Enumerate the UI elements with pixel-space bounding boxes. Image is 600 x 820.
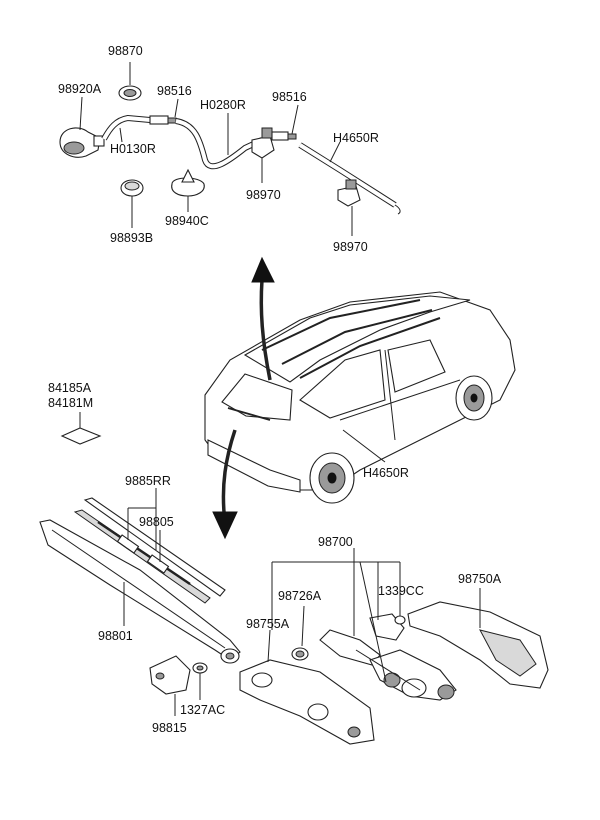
label-H0130R: H0130R	[110, 142, 156, 156]
label-84185A: 84185A	[48, 381, 92, 395]
bolt-1339CC	[394, 615, 406, 625]
label-98516-b: 98516	[272, 90, 307, 104]
downward-arrow	[212, 429, 238, 540]
rear-wheel	[309, 452, 355, 504]
vehicle-illustration	[204, 291, 516, 504]
label-98815: 98815	[152, 721, 187, 735]
label-1327AC: 1327AC	[180, 703, 225, 717]
upward-arrow	[251, 256, 275, 381]
cap-98815	[149, 655, 191, 716]
label-98755A: 98755A	[246, 617, 290, 631]
grommet-98870	[118, 62, 142, 101]
label-98801: 98801	[98, 629, 133, 643]
pivot-shaft	[220, 648, 240, 664]
label-98893B: 98893B	[110, 231, 153, 245]
connector-98516-a	[149, 98, 179, 125]
clip-98970-a	[251, 127, 275, 183]
label-1339CC: 1339CC	[378, 584, 424, 598]
grommet-98726A	[291, 605, 309, 661]
label-98700: 98700	[318, 535, 353, 549]
label-H4650R-top: H4650R	[333, 131, 379, 145]
label-H0280R: H0280R	[200, 98, 246, 112]
label-98750A: 98750A	[458, 572, 502, 586]
nut-1327AC	[192, 662, 208, 700]
cover-98755A	[239, 629, 375, 745]
label-98726A: 98726A	[278, 589, 322, 603]
wiper-arm-98801	[39, 519, 241, 661]
washer-hose-assembly	[59, 62, 401, 236]
wiper-blade-9885RR	[73, 497, 226, 604]
grommet-98940C	[171, 168, 205, 212]
nozzle-98920A	[59, 96, 105, 158]
pad-84185A	[60, 412, 102, 445]
label-98970-b: 98970	[333, 240, 368, 254]
cover-98750A	[407, 588, 549, 689]
plug-98893B	[120, 179, 144, 228]
label-9885RR: 9885RR	[125, 474, 171, 488]
label-98870: 98870	[108, 44, 143, 58]
label-98970-a: 98970	[246, 188, 281, 202]
label-98940C: 98940C	[165, 214, 209, 228]
wiper-assembly	[39, 488, 549, 745]
connector-98516-b	[271, 104, 299, 141]
label-84181M: 84181M	[48, 396, 93, 410]
wiper-motor-98700	[319, 613, 457, 701]
front-wheel	[455, 375, 493, 421]
part-labels: 98870 98920A 98516 H0280R 98516 H0130R H…	[48, 44, 502, 735]
label-98920A: 98920A	[58, 82, 102, 96]
label-98516-a: 98516	[157, 84, 192, 98]
label-98805: 98805	[139, 515, 174, 529]
clip-98970-b	[337, 179, 361, 236]
label-H4650R-car: H4650R	[363, 466, 409, 480]
